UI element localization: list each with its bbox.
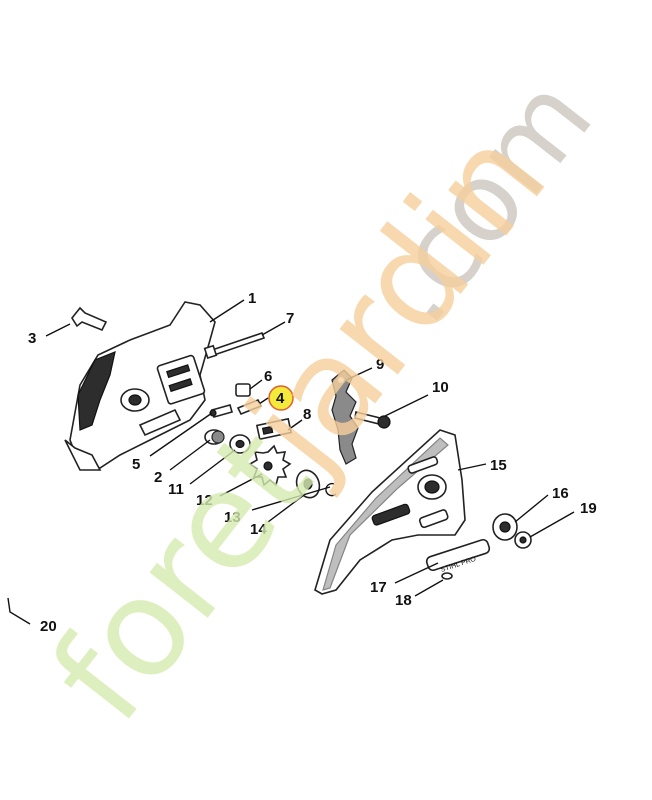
callout-19: 19 (580, 500, 597, 517)
part-bolt-7 (203, 331, 266, 359)
callout-5: 5 (132, 456, 140, 473)
callout-13: 13 (224, 509, 241, 526)
leader-lines (45, 299, 575, 597)
callout-7: 7 (286, 310, 294, 327)
callout-4: 4 (276, 390, 285, 407)
part-badge-17: STIHL PRO (425, 538, 491, 574)
callout-3: 3 (28, 330, 36, 347)
callout-11: 11 (168, 481, 184, 498)
part-screw-10 (354, 411, 391, 429)
part-plate-8 (255, 417, 293, 441)
part-housing (64, 301, 216, 471)
part-screw-3 (71, 306, 108, 332)
part-washer-14 (295, 469, 321, 499)
callout-18: 18 (395, 592, 412, 609)
part-rivet-18 (441, 572, 453, 580)
callout-8: 8 (303, 406, 311, 423)
part-washer-11 (229, 434, 251, 454)
callout-10: 10 (432, 379, 449, 396)
callout-20: 20 (40, 618, 57, 635)
part-20-fragment (7, 597, 31, 625)
part-nut-19 (514, 531, 532, 549)
part-nut-6 (235, 383, 251, 397)
callout-6: 6 (264, 368, 272, 385)
part-clip-13 (325, 482, 337, 497)
callout-15: 15 (490, 457, 507, 474)
part-tensioner-9 (331, 369, 359, 465)
part-screw-5 (209, 404, 233, 418)
callout-2: 2 (154, 469, 162, 486)
callout-12: 12 (196, 492, 213, 509)
callout-1: 1 (248, 290, 256, 307)
callout-16: 16 (552, 485, 569, 502)
callout-14: 14 (250, 521, 267, 538)
callout-17: 17 (370, 579, 387, 596)
part-nut-16 (492, 513, 518, 541)
part-cover-15 (314, 429, 466, 595)
part-screw-4 (236, 398, 263, 416)
callout-labels: 1 2 3 4 5 6 7 8 9 10 11 12 13 14 15 16 1… (28, 290, 597, 635)
highlight-circle (268, 385, 294, 411)
callout-9: 9 (376, 356, 384, 373)
